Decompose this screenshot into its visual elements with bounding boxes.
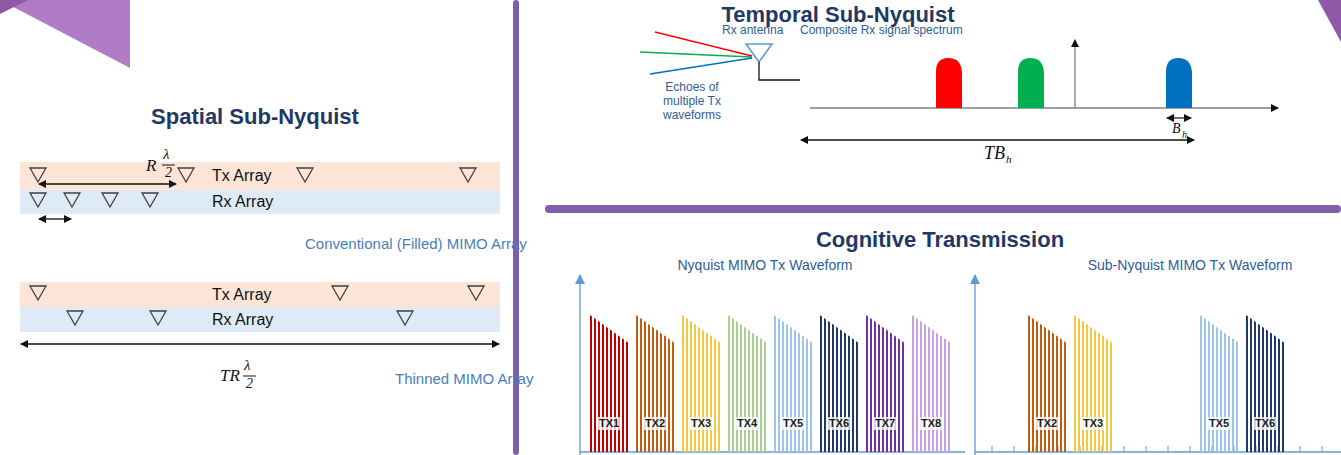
spectrum-band <box>936 58 962 108</box>
dimension-arrow <box>21 343 499 344</box>
math-symbol: 2 <box>165 165 172 181</box>
tx-label: TX6 <box>828 417 850 430</box>
math-subscript: h <box>1006 153 1012 165</box>
spectrum-band <box>1166 58 1192 108</box>
tx-waveform-block: TX3 <box>682 315 720 452</box>
math-symbol: TR <box>220 366 240 386</box>
array-label: Rx Array <box>212 193 273 211</box>
corner-decoration <box>0 0 28 14</box>
chart-title: Sub-Nyquist MIMO Tx Waveform <box>1088 257 1293 273</box>
rx-antenna <box>150 311 166 325</box>
tx-label: TX4 <box>736 417 758 430</box>
corner-decoration <box>0 0 130 68</box>
section-title: Cognitive Transmission <box>816 227 1064 253</box>
rx-array-band: Rx Array <box>20 307 500 332</box>
antenna-feed <box>759 62 800 80</box>
tx-antenna <box>178 168 194 182</box>
math-symbol: B <box>1172 121 1181 137</box>
annotation: Echoes of multiple Tx waveforms <box>652 80 732 122</box>
rx-array-band: Rx Array <box>20 190 500 214</box>
tx-label: TX7 <box>874 417 896 430</box>
array-label: Tx Array <box>212 286 272 304</box>
chart-title: Nyquist MIMO Tx Waveform <box>677 257 852 273</box>
echo-ray <box>640 52 752 57</box>
math-symbol: TB <box>984 143 1005 164</box>
tx-label: TX3 <box>1082 417 1104 430</box>
tx-label: TX6 <box>1254 417 1276 430</box>
tx-antenna <box>332 286 348 300</box>
axis-tick <box>992 446 993 452</box>
math-subscript: h <box>1182 129 1187 140</box>
math-symbol: λ <box>244 357 251 374</box>
axis-tick <box>1190 446 1191 452</box>
tx-waveform-block: TX5 <box>774 315 812 452</box>
rx-antenna <box>397 311 413 325</box>
spectrum-band <box>1018 58 1044 108</box>
axis-tick <box>1124 446 1125 452</box>
caption: Thinned MIMO Array <box>395 370 533 387</box>
dimension-arrow <box>801 139 1194 140</box>
caption: Conventional (Filled) MIMO Array <box>305 235 527 252</box>
annotation: Rx antenna <box>722 23 783 37</box>
tx-waveform-block: TX8 <box>912 315 950 452</box>
chart-axis <box>974 275 975 455</box>
tx-waveform-block: TX2 <box>636 315 674 452</box>
tx-band <box>20 162 500 190</box>
divider-bar <box>545 205 1341 213</box>
tx-antenna <box>460 168 476 182</box>
rx-antenna <box>64 193 80 207</box>
tx-waveform-block: TX2 <box>1028 315 1066 452</box>
rx-band <box>20 190 500 214</box>
tx-antenna <box>30 286 46 300</box>
tx-waveform-block: TX3 <box>1074 315 1112 452</box>
tx-antenna <box>30 168 46 182</box>
tx-antenna <box>297 168 313 182</box>
array-label: Rx Array <box>212 311 273 329</box>
amplitude-axis <box>1074 40 1075 108</box>
section-title: Spatial Sub-Nyquist <box>151 104 359 130</box>
tx-waveform-block: TX6 <box>820 315 858 452</box>
tx-waveform-block: TX6 <box>1246 315 1284 452</box>
tx-label: TX5 <box>782 417 804 430</box>
echo-ray <box>650 58 752 74</box>
rx-band <box>20 307 500 332</box>
axis-tick <box>1146 446 1147 452</box>
axis-tick <box>1168 446 1169 452</box>
axis-tick <box>1322 446 1323 452</box>
tx-array-band: Tx Array <box>20 162 500 190</box>
tx-label: TX8 <box>920 417 942 430</box>
tx-label: TX3 <box>690 417 712 430</box>
tx-label: TX2 <box>1036 417 1058 430</box>
math-symbol: 2 <box>246 376 253 392</box>
tx-label: TX5 <box>1208 417 1230 430</box>
tx-array-band: Tx Array <box>20 282 500 307</box>
axis-tick <box>1300 446 1301 452</box>
corner-decoration <box>1318 0 1341 42</box>
rx-antenna <box>102 193 118 207</box>
dimension-arrow <box>39 218 71 219</box>
axis-tick <box>1014 446 1015 452</box>
rx-antenna <box>142 193 158 207</box>
rx-antenna <box>746 44 772 62</box>
tx-waveform-block: TX4 <box>728 315 766 452</box>
rx-antenna <box>30 193 46 207</box>
chart-axis <box>579 275 580 455</box>
dimension-arrow <box>39 183 176 184</box>
tx-waveform-block: TX5 <box>1200 315 1238 452</box>
tx-label: TX1 <box>598 417 620 430</box>
math-symbol: λ <box>163 146 170 163</box>
dimension-arrow <box>1167 117 1191 118</box>
tx-waveform-block: TX1 <box>590 315 628 452</box>
tx-waveform-block: TX7 <box>866 315 904 452</box>
tx-antenna <box>468 286 484 300</box>
math-symbol: R <box>146 156 156 176</box>
array-label: Tx Array <box>212 167 272 185</box>
annotation: Composite Rx signal spectrum <box>800 23 963 37</box>
tx-band <box>20 282 500 307</box>
rx-antenna <box>67 311 83 325</box>
tx-label: TX2 <box>644 417 666 430</box>
